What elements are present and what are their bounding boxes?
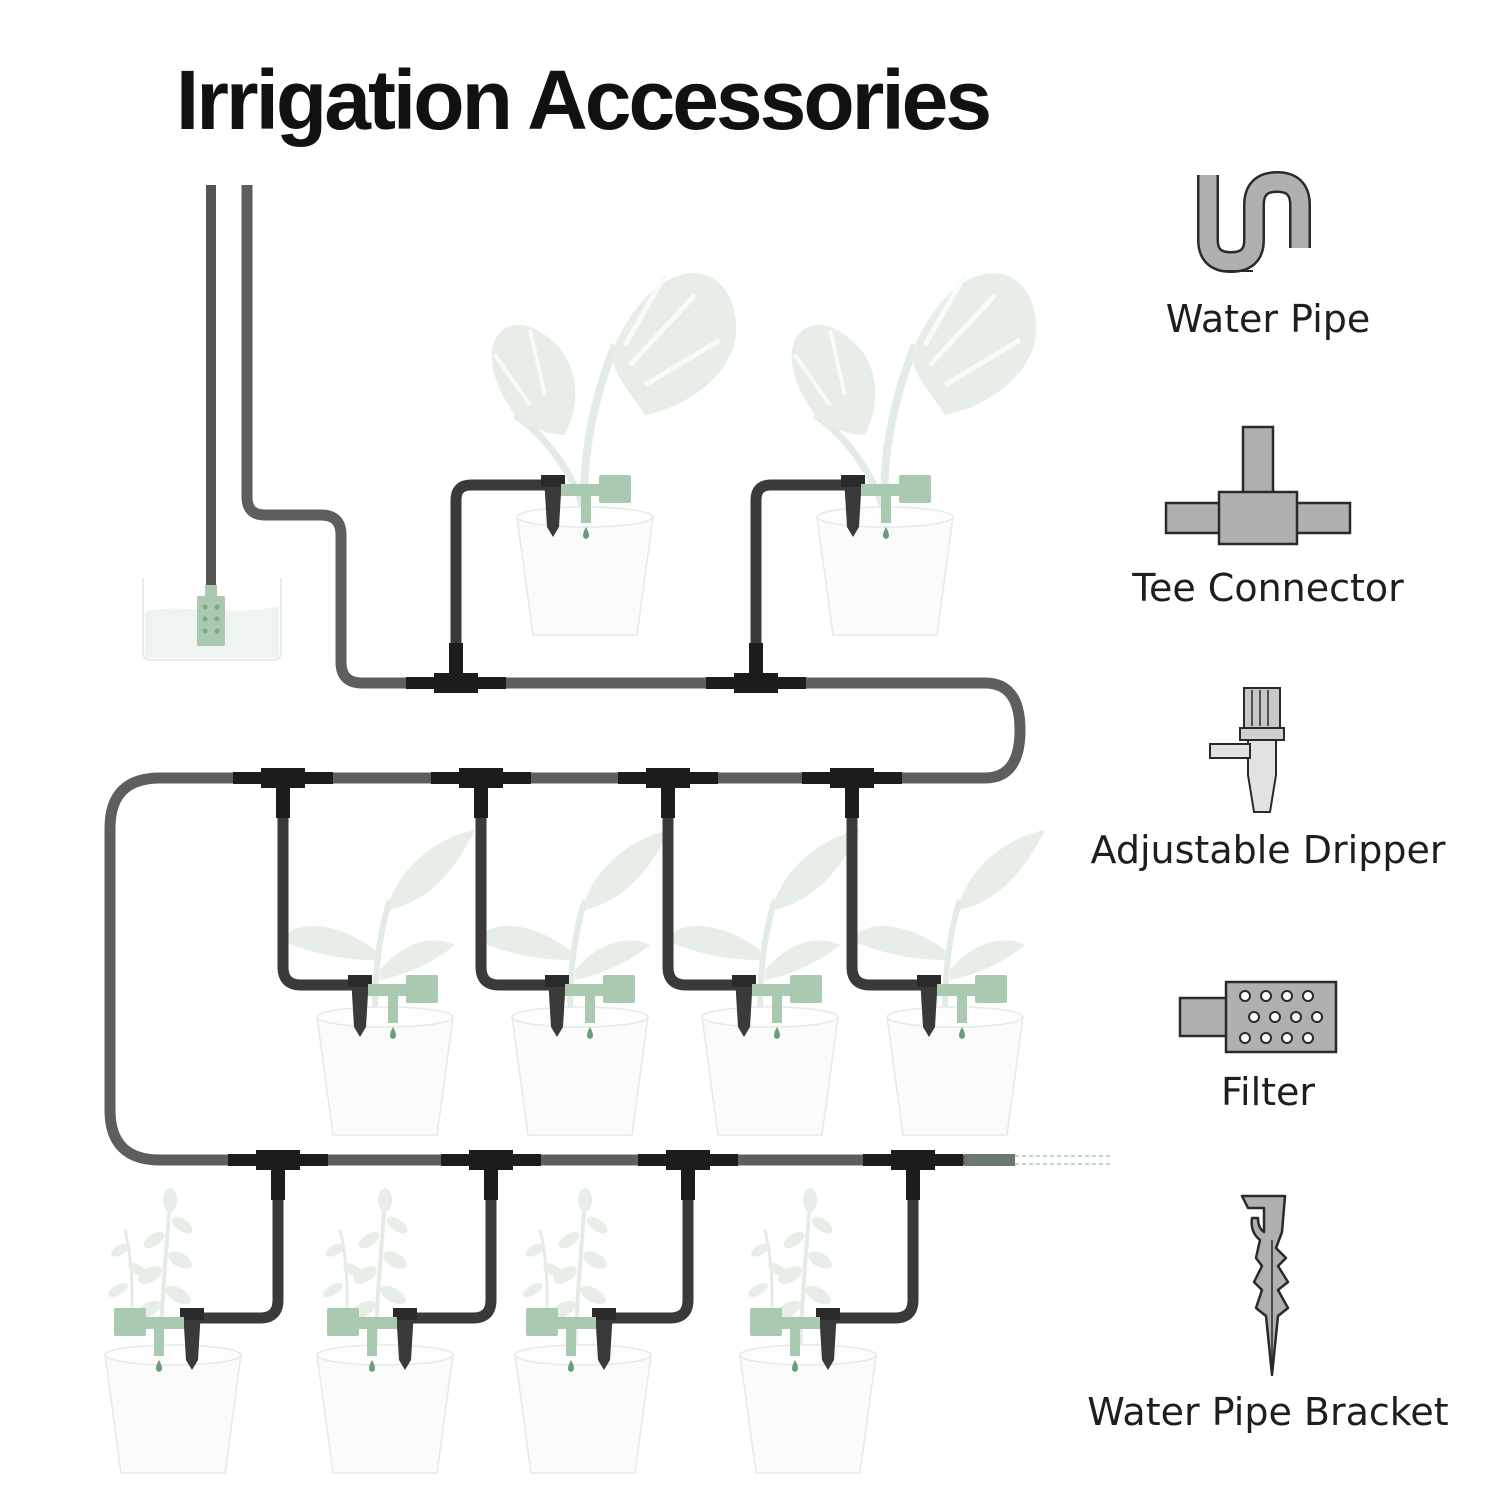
adjustable-dripper-icon bbox=[1209, 687, 1285, 813]
legend-label-water-pipe-bracket: Water Pipe Bracket bbox=[1087, 1390, 1449, 1434]
filter-in-tank bbox=[197, 585, 225, 646]
tee-connector-icon bbox=[1164, 425, 1352, 546]
pipe-end bbox=[965, 1154, 1015, 1166]
legend-label-filter: Filter bbox=[1220, 1070, 1316, 1114]
water-pipe-icon bbox=[1197, 170, 1311, 274]
legend-label-tee-connector: Tee Connector bbox=[1132, 566, 1404, 610]
filter-icon bbox=[1178, 980, 1338, 1054]
diagram-title: Irrigation Accessories bbox=[175, 53, 992, 147]
legend-label-water-pipe: Water Pipe bbox=[1165, 297, 1371, 341]
pipe-network bbox=[104, 185, 1026, 1324]
legend-label-adjustable-dripper: Adjustable Dripper bbox=[1090, 828, 1446, 872]
water-pipe-bracket-icon bbox=[1240, 1194, 1290, 1377]
